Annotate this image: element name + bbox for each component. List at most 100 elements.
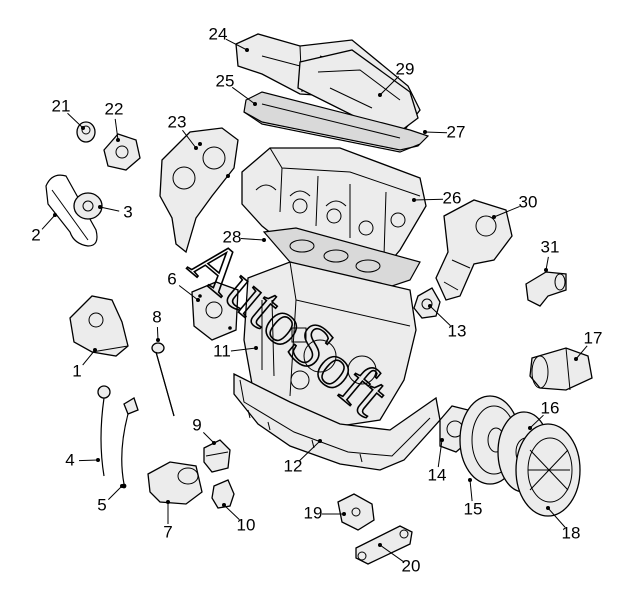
leader-dot-10 [222,503,226,507]
leader-dot-8 [156,338,160,342]
part-10-temperature-sensor [211,479,235,509]
part-13-water-outlet [413,287,441,319]
part-31-coolant-fitting [525,271,567,307]
part-2-timing-belt [45,174,98,247]
label-30: 30 [519,192,538,211]
label-15: 15 [464,499,483,518]
leader-31 [545,256,549,271]
leader-dot-24 [245,48,249,52]
part-22-water-pump [103,133,141,171]
leader-28 [240,238,265,241]
leader-dot-31 [544,268,548,272]
leader-22 [114,118,119,141]
leader-30 [493,205,520,218]
leader-12 [299,440,321,462]
part-18-pressure-plate [515,423,581,517]
label-25: 25 [216,71,235,90]
leader-17 [575,345,588,360]
leader-18 [547,507,566,528]
label-19: 19 [304,503,323,522]
leader-dot-28 [262,238,266,242]
label-6: 6 [167,269,176,288]
leader-dot-2 [53,213,57,217]
leader-9 [203,432,215,444]
leader-dot-18 [546,506,550,510]
label-3: 3 [123,202,132,221]
leader-2 [41,214,56,230]
leader-dot-6 [196,298,200,302]
label-11: 11 [213,341,231,360]
leader-dot-1 [93,348,97,352]
label-18: 18 [562,523,581,542]
label-9: 9 [192,415,201,434]
part-3-tensioner-pulley [73,192,103,220]
leader-24 [225,38,248,51]
leader-dot-26 [412,198,416,202]
leader-dot-17 [574,357,578,361]
label-7: 7 [163,522,172,541]
label-24: 24 [209,24,228,43]
leader-dot-21 [81,126,85,130]
part-4-sensor-wire [97,385,111,477]
part-6-front-cover [191,281,239,341]
leader-23 [182,129,197,149]
leader-5 [108,485,123,500]
leader-29 [379,76,399,96]
leader-15 [469,479,473,502]
part-19-bracket [337,493,375,531]
part-1-oil-pump [69,295,129,357]
part-9-oil-pressure-sensor [203,439,231,473]
label-20: 20 [402,556,421,575]
leader-1 [82,349,96,366]
leader-25 [231,86,256,105]
leader-20 [379,544,404,563]
leader-dot-23 [194,146,198,150]
part-5-sensor-wire [121,397,139,489]
label-12: 12 [284,456,303,475]
leader-16 [529,414,544,429]
leader-dot-25 [253,102,257,106]
label-10: 10 [237,515,256,534]
part-20-torque-link [355,525,413,565]
label-29: 29 [396,59,415,78]
label-13: 13 [448,321,467,340]
leader-dot-3 [98,205,102,209]
leader-dot-7 [166,500,170,504]
label-22: 22 [105,99,124,118]
leader-dot-16 [528,426,532,430]
leader-dot-5 [120,484,124,488]
part-17-starter-motor [529,347,593,391]
leader-27 [424,131,448,134]
leader-3 [99,206,120,212]
part-7-mounting-bracket [147,461,203,505]
leader-dot-29 [378,93,382,97]
leader-13 [429,305,451,327]
label-31: 31 [541,237,560,256]
leader-dot-30 [492,215,496,219]
label-17: 17 [584,328,603,347]
label-16: 16 [541,398,560,417]
leader-4 [78,459,99,462]
label-21: 21 [52,96,71,115]
leader-dot-12 [318,439,322,443]
leader-dot-20 [378,543,382,547]
label-4: 4 [65,450,74,469]
leader-21 [67,112,84,129]
leader-dot-9 [212,441,216,445]
leader-dot-22 [116,138,120,142]
leader-10 [223,504,240,521]
part-8-dipstick-tube [151,342,175,417]
part-23-manifold-gasket [159,127,239,254]
label-23: 23 [168,112,187,131]
leader-lines [41,38,588,563]
leader-dot-27 [423,130,427,134]
leader-14 [437,439,443,468]
leader-dot-14 [440,438,444,442]
leader-dot-4 [96,458,100,462]
label-27: 27 [447,122,466,141]
leader-26 [413,198,444,201]
part-27-gasket-strip [243,111,421,153]
